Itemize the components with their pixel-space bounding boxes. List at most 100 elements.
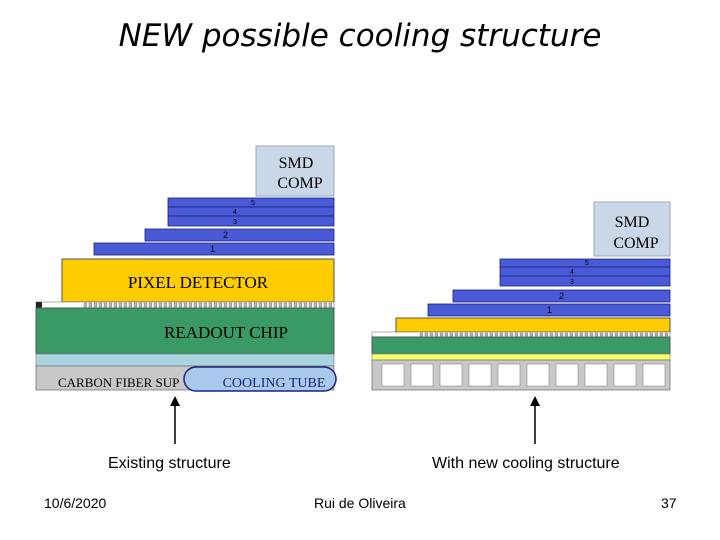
readout-band [35, 353, 335, 367]
bump-bond [253, 302, 257, 308]
bump-bond [83, 302, 87, 308]
bump-bond [549, 332, 553, 337]
bump-bond [504, 332, 508, 337]
bump-bond [454, 332, 458, 337]
bump-bond [233, 302, 237, 308]
layer-2-label-right: 2 [559, 291, 564, 301]
bump-bond [198, 302, 202, 308]
smd-label-line1-right: SMD [615, 214, 650, 231]
layer-4-right [499, 266, 671, 277]
smd-component-box [255, 145, 335, 197]
footer-date: 10/6/2020 [44, 495, 107, 511]
bump-bond [123, 302, 127, 308]
bump-bond [108, 302, 112, 308]
layer-4-label-right: 4 [570, 269, 574, 276]
bump-bond [288, 302, 292, 308]
pixel-detector [61, 258, 335, 303]
yellow-band-right [371, 353, 671, 361]
layer-2-label: 2 [223, 230, 228, 240]
existing-structure: SMD COMP 5 4 3 2 1 PIXEL DETECTOR READOU… [35, 145, 337, 444]
bump-bond [203, 302, 207, 308]
layer-1 [93, 242, 335, 256]
cooling-channels [381, 363, 666, 387]
bump-bond [308, 302, 312, 308]
bump-bond [158, 302, 162, 308]
bump-bonds-right [419, 332, 668, 337]
bump-bond [113, 302, 117, 308]
bump-bonds [83, 302, 332, 308]
layer-5-label: 5 [251, 200, 255, 207]
cooling-channel [584, 363, 608, 387]
bump-bond [173, 302, 177, 308]
bump-bond [594, 332, 598, 337]
layer-1-right [427, 303, 671, 317]
cooling-channel [410, 363, 434, 387]
bump-bond [494, 332, 498, 337]
bump-bond [313, 302, 317, 308]
bump-bond [223, 302, 227, 308]
bump-bond [318, 302, 322, 308]
bump-bond [559, 332, 563, 337]
bump-bond [419, 332, 423, 337]
smd-label-line2-right: COMP [613, 235, 658, 252]
bump-bond [604, 332, 608, 337]
slide-title: NEW possible cooling structure [118, 18, 602, 54]
bump-bond [544, 332, 548, 337]
bump-bond [579, 332, 583, 337]
layer-4 [167, 206, 335, 217]
bump-bond [614, 332, 618, 337]
bump-bond [133, 302, 137, 308]
bump-bond [429, 332, 433, 337]
cooling-channel [497, 363, 521, 387]
bump-bond [434, 332, 438, 337]
readout-chip [35, 307, 335, 355]
bump-bond [93, 302, 97, 308]
cooling-channel [526, 363, 550, 387]
bump-bond [624, 332, 628, 337]
bump-bond [444, 332, 448, 337]
bump-bond [323, 302, 327, 308]
bump-bond [168, 302, 172, 308]
bump-bond [509, 332, 513, 337]
bump-bond [539, 332, 543, 337]
smd-label-line2: COMP [277, 175, 322, 192]
cooling-channel [642, 363, 666, 387]
smd-label-line1: SMD [279, 155, 314, 172]
bump-bond [103, 302, 107, 308]
bump-bond [163, 302, 167, 308]
bump-bond [193, 302, 197, 308]
bump-bond [118, 302, 122, 308]
smd-component-box-right [593, 201, 671, 257]
bump-bond [584, 332, 588, 337]
bump-bond [599, 332, 603, 337]
bump-bond [143, 302, 147, 308]
bump-bond [664, 332, 668, 337]
layer-5-label-right: 5 [585, 260, 589, 267]
bump-bond [654, 332, 658, 337]
layer-2-right [452, 289, 671, 303]
readout-chip-right [371, 336, 671, 355]
bump-bond [439, 332, 443, 337]
layer-3-label-right: 3 [570, 279, 574, 286]
bump-bond [273, 302, 277, 308]
bump-bond [649, 332, 653, 337]
bump-bond [424, 332, 428, 337]
bump-bond [609, 332, 613, 337]
bump-bond [569, 332, 573, 337]
bump-bond [589, 332, 593, 337]
bump-bond [529, 332, 533, 337]
bump-bond [514, 332, 518, 337]
bump-bond [474, 332, 478, 337]
cooling-channel [555, 363, 579, 387]
bump-bond [469, 332, 473, 337]
bump-bond [644, 332, 648, 337]
bump-bond [278, 302, 282, 308]
layer-1-label-right: 1 [547, 305, 552, 315]
cooling-channel [439, 363, 463, 387]
bump-bond [634, 332, 638, 337]
bump-bond [208, 302, 212, 308]
edge-marker [36, 302, 42, 308]
bump-bond [534, 332, 538, 337]
layer-4-label: 4 [233, 209, 237, 216]
bump-bond [248, 302, 252, 308]
